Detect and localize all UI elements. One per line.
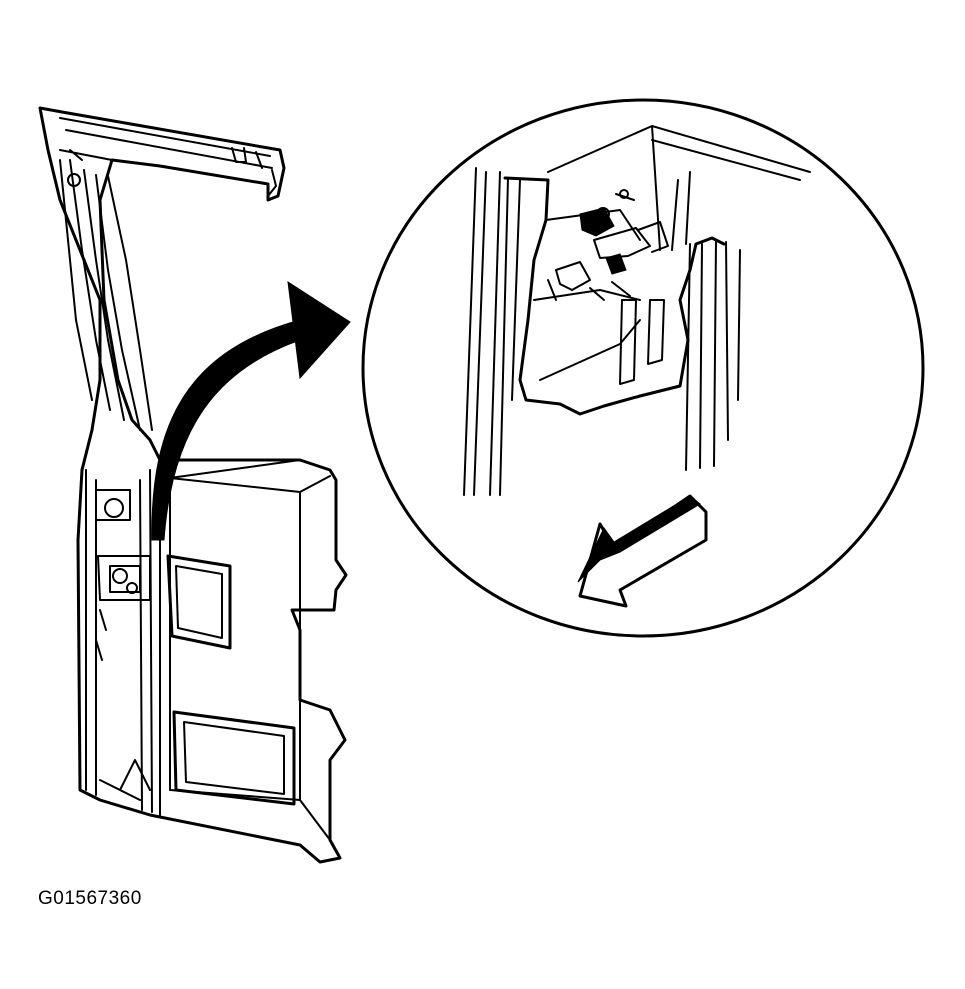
door-top-rail [59,117,273,169]
detail-callout-circle [361,98,925,638]
callout-arrow [151,280,351,541]
lower-access-hole [172,710,296,806]
upper-latch-plate [95,489,131,521]
detail-right-channel [671,171,741,471]
detail-latch-mechanism [547,189,669,301]
direction-arrow-shade [577,495,701,583]
detail-torn-panel [503,176,726,416]
detail-left-pillar [463,167,521,496]
curved-arrow-head [287,280,351,380]
pillar-bolt [67,173,81,187]
direction-arrow [577,494,708,608]
door-outer-frame [38,106,348,864]
lower-latch [97,555,151,601]
door-pillar [59,159,153,431]
upper-access-hole [166,554,232,650]
upper-latch-bolt [104,498,124,518]
detail-circle-border [361,98,925,638]
curved-arrow-shaft [151,319,301,541]
door-assembly [38,106,348,864]
figure-id-label: G01567360 [38,888,142,909]
